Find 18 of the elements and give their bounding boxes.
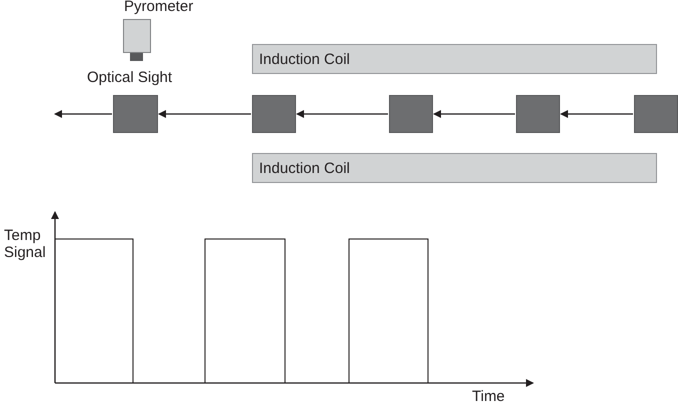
workpiece-block [252, 95, 296, 133]
axis-label: Temp Signal [4, 227, 47, 261]
arrow [158, 110, 251, 118]
device-label: Pyrometer [124, 0, 194, 15]
induction-coil-bar [252, 153, 657, 183]
workpiece-block [634, 95, 678, 133]
sight-label: Optical Sight [87, 69, 174, 86]
workpiece-block [516, 95, 560, 133]
workpiece-block [113, 95, 158, 133]
workpiece-block [389, 95, 433, 133]
arrow [296, 110, 388, 118]
coil-label: Induction Coil [259, 51, 350, 68]
induction-coil-bar [252, 44, 657, 74]
arrow [54, 110, 112, 118]
axis-label: Time [472, 388, 506, 403]
coil-label: Induction Coil [259, 160, 350, 177]
arrow [433, 110, 515, 118]
arrow [560, 110, 633, 118]
